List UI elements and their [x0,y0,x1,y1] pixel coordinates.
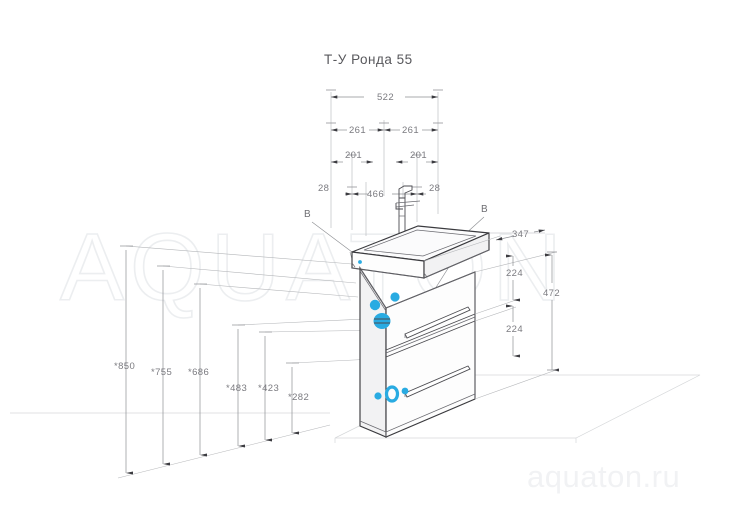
floor-ring [384,385,400,403]
drawing-title: Т-У Ронда 55 [324,52,413,67]
dim-drawer-lower: 224 [506,324,523,335]
drawer-lower[interactable] [385,320,476,398]
dim-mount-offset-left: 201 [345,150,362,161]
dim-height-755: *755 [151,367,172,378]
dim-depth: 347 [512,229,529,240]
svg-text:AQUATON: AQUATON [60,214,568,321]
fix-mid-ring [373,313,391,329]
dim-overall-width: 522 [377,92,394,103]
section-mark-b-left: B [304,209,311,220]
fix-upper-right-dot [390,292,400,302]
floor-plan-outline [10,374,701,443]
dim-mount-offset-right: 201 [410,150,427,161]
dim-height-483: *483 [226,383,247,394]
dim-inner-width: 466 [367,189,384,200]
floor-dot-right [401,387,409,395]
section-mark-b-right: B [481,204,488,215]
dim-half-width-right: 261 [402,125,419,136]
drawer-upper[interactable] [385,306,476,354]
fixing-markers [358,260,409,403]
fix-upper-left-dot [369,299,381,311]
fix-top-dot [358,260,362,264]
left-height-dimensions: *850 *755 *686 *483 *423 *282 [114,245,396,479]
dim-height-850: *850 [114,361,135,372]
watermark-aquaton: AQUATON [59,213,568,322]
watermark-url: aquaton.ru [527,459,680,494]
dim-drawer-upper: 224 [506,268,523,279]
washbasin [351,225,490,279]
cabinet [359,266,476,438]
dim-half-width-left: 261 [349,125,366,136]
dim-edge-inset-left: 28 [318,183,329,194]
top-dimension-stack: 522 261 261 201 201 28 466 28 [318,89,443,236]
right-dimensions: 347 224 224 472 [423,229,560,400]
dim-height-282: *282 [288,392,309,403]
floor-dot-left [374,392,382,400]
dim-cabinet-height: 472 [543,288,560,299]
dim-edge-inset-right: 28 [429,183,440,194]
dim-height-423: *423 [258,383,279,394]
dim-height-686: *686 [188,367,209,378]
